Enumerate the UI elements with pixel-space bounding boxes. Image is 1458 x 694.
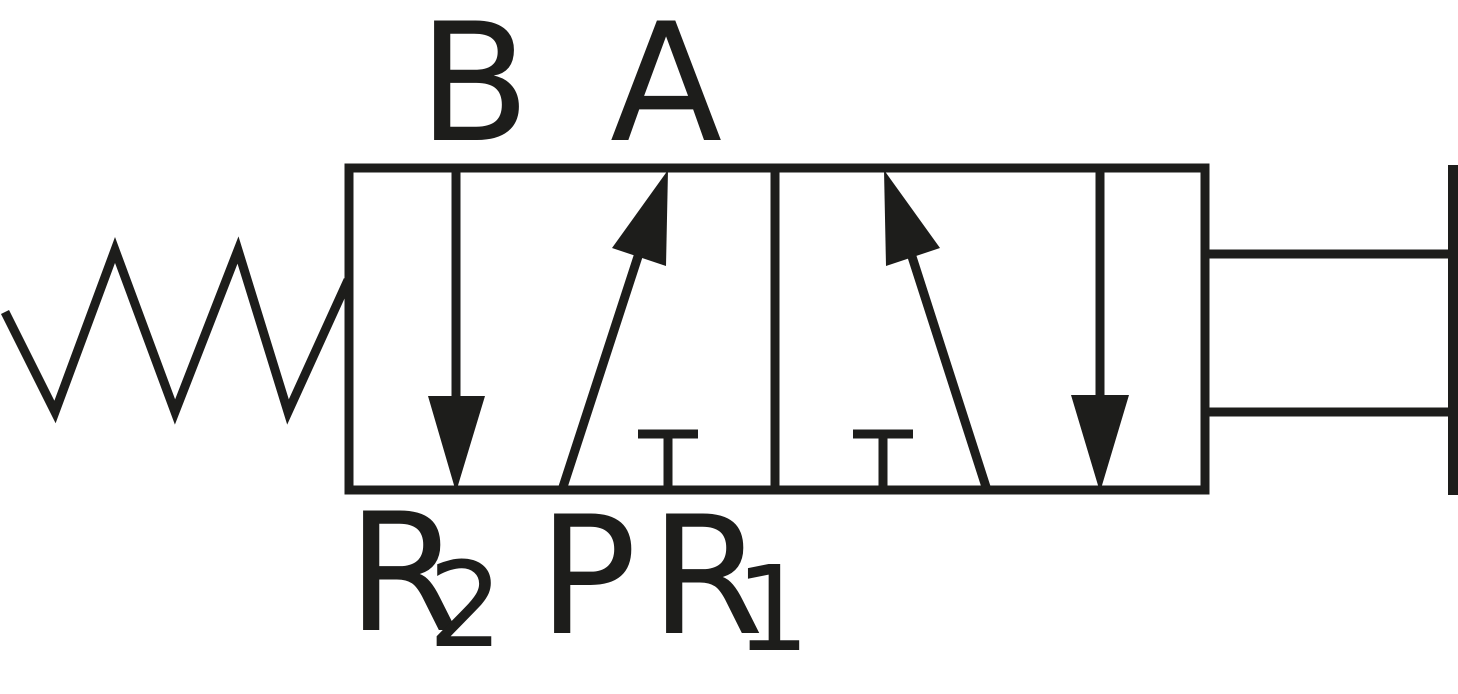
arrowhead-up-right-icon <box>612 170 668 266</box>
port-label-p: P <box>538 481 637 672</box>
port-label-r2: R <box>347 478 461 669</box>
port-label-r2-subscript: 2 <box>428 536 503 674</box>
flow-p-to-a-line <box>557 236 649 492</box>
arrowhead-down-icon <box>428 396 485 492</box>
spring-icon <box>0 236 353 425</box>
arrowhead-up-left-icon <box>884 170 940 266</box>
arrowhead-down-icon <box>1071 395 1129 492</box>
port-label-b: B <box>418 0 531 179</box>
port-label-r1-subscript: 1 <box>735 540 810 678</box>
port-label-a: A <box>610 0 722 179</box>
port-label-r1: R <box>650 481 764 672</box>
flow-r1-to-a-line <box>901 236 992 492</box>
